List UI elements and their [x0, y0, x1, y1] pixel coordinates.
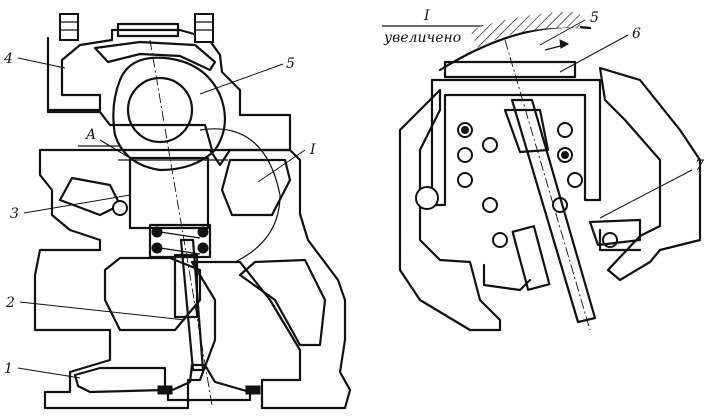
main-callout-leaders: [17, 57, 306, 379]
lower-cavity: [73, 366, 167, 394]
head-casting: [33, 148, 352, 410]
detail-I-marker: [199, 128, 281, 263]
inset-callout-5: 5: [590, 10, 599, 26]
water-jacket: [58, 176, 122, 217]
cylinder-head-section: [33, 13, 352, 410]
callout-1: 1: [4, 361, 13, 377]
cover-bolt-left: [59, 13, 79, 41]
inset-adjusting-shim: [443, 60, 577, 79]
exhaust-port: [238, 258, 327, 347]
inset-valve-stem: [510, 98, 597, 324]
inset-title-numeral: I: [423, 8, 430, 24]
valve-head: [166, 363, 252, 402]
inset-oil-hole: [415, 186, 439, 210]
inset-callout-7: 7: [695, 158, 704, 174]
valve-seat: [157, 385, 173, 395]
cover-bolt-right: [194, 13, 214, 43]
cam-cover-bridge: [93, 40, 217, 72]
camshaft-cap: [116, 22, 180, 38]
inset-housing-right: [598, 66, 702, 282]
callout-2: 2: [5, 295, 15, 311]
cam-housing: [46, 28, 292, 152]
side-cavity: [220, 158, 292, 217]
inset-callout-6: 6: [632, 26, 641, 42]
inset-valve-guide: [511, 225, 551, 291]
inset-stem-seal: [588, 218, 642, 247]
callout-4: 4: [3, 51, 13, 67]
inset-valve-keepers: [503, 108, 550, 154]
inset-spring-seat: [482, 228, 642, 292]
cam-lobe: [112, 56, 227, 172]
inset-callout-leaders: [539, 19, 693, 219]
callout-5: 5: [286, 56, 295, 72]
valve-stem: [179, 238, 205, 372]
tappet-bucket: [128, 156, 210, 230]
tappet-oil-hole: [112, 200, 128, 216]
inset-cam-hatch: [470, 11, 580, 48]
inset-detail-section: I увеличено: [382, 8, 702, 332]
inset-title-caption: увеличено: [383, 30, 461, 46]
callout-3: 3: [10, 206, 19, 222]
inset-housing-left: [398, 88, 502, 332]
callout-I: I: [309, 142, 316, 158]
callout-A: A: [84, 127, 96, 143]
camshaft: [126, 76, 194, 144]
